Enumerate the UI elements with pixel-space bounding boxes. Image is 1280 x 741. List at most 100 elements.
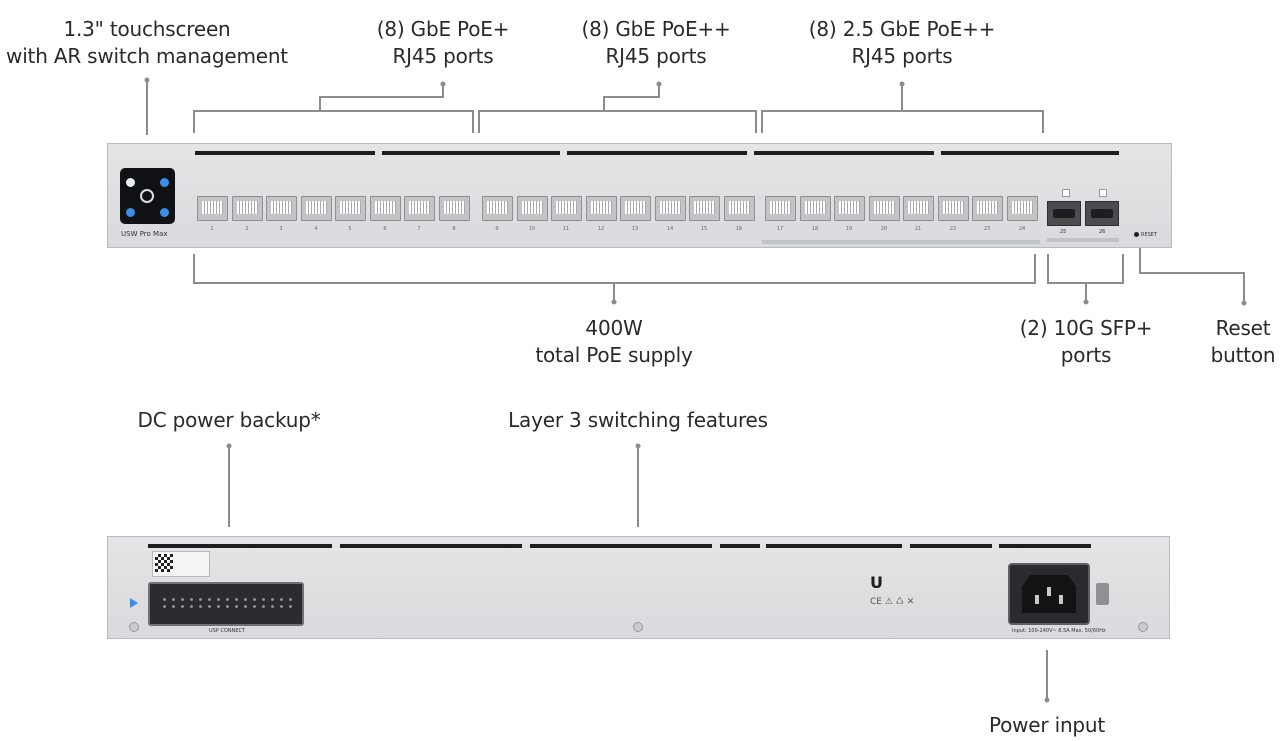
vent-slot [567,151,747,155]
sfp-led [1099,189,1107,197]
port-number-label: 6 [383,226,387,232]
port-number-label: 22 [949,226,957,232]
rj45-port-18[interactable] [800,196,831,221]
certification-marks-icon: CE ⚠ ♺ ✕ [870,597,915,607]
rj45-port-17[interactable] [765,196,796,221]
rj45-port-5[interactable] [335,196,366,221]
port-number-label: 1 [210,226,214,232]
callout-line: 1.3" touchscreen [63,17,231,41]
vent-slot [720,544,760,548]
vent-slot [148,544,332,548]
port-number-label: 2 [245,226,249,232]
usp-connect-terminal[interactable] [148,582,304,626]
rj45-port-8[interactable] [439,196,470,221]
status-dot-icon [126,208,135,217]
port-number-label: 5 [348,226,352,232]
serial-label-qr [152,551,210,577]
navigation-ring-icon [140,189,154,203]
callout-line: (8) 2.5 GbE PoE++ [808,17,996,41]
gbe-poe-plusplus-callout: (8) GbE PoE++ RJ45 ports [581,16,730,70]
rj45-port-2[interactable] [232,196,263,221]
rj45-port-16[interactable] [724,196,755,221]
rj45-port-7[interactable] [404,196,435,221]
screw-icon [129,622,139,632]
vent-slot [766,544,902,548]
port-number-label: 21 [914,226,922,232]
status-dot-icon [126,178,135,187]
callout-line: button [1210,343,1276,367]
reset-button[interactable] [1134,232,1139,237]
power-spec-label: Input: 100-240V~ 8.5A Max. 50/60Hz [1012,628,1106,634]
rj45-port-24[interactable] [1007,196,1038,221]
port-number-label: 9 [495,226,499,232]
callout-line: Reset [1215,316,1271,340]
sfp-port-25[interactable] [1047,201,1081,226]
callout-line: ports [1060,343,1112,367]
port-number-label: 19 [845,226,853,232]
port-number-label: 16 [735,226,743,232]
port-number-label: 13 [631,226,639,232]
rj45-port-10[interactable] [517,196,548,221]
port-number-label: 17 [776,226,784,232]
power-input-callout: Power input [988,713,1106,737]
layer3-callout: Layer 3 switching features [508,408,768,432]
rj45-port-23[interactable] [972,196,1003,221]
rj45-port-13[interactable] [620,196,651,221]
sfp-led [1062,189,1070,197]
touchscreen-display[interactable] [120,168,175,224]
rj45-port-9[interactable] [482,196,513,221]
arrow-icon [130,598,138,608]
status-dot-icon [160,178,169,187]
rj45-port-6[interactable] [370,196,401,221]
status-dot-icon [160,208,169,217]
touchscreen-callout: 1.3" touchscreen with AR switch manageme… [6,16,288,70]
power-pin [1035,595,1039,604]
reset-callout: Reset button [1211,315,1276,369]
port-number-label: 20 [880,226,888,232]
port-number-label: 3 [279,226,283,232]
rj45-port-3[interactable] [266,196,297,221]
vent-slot [195,151,375,155]
callout-line: (8) GbE PoE+ [376,17,510,41]
port-number-label: 10 [528,226,536,232]
power-pin [1047,587,1051,596]
vent-slot [754,151,934,155]
sfp-ports-callout: (2) 10G SFP+ ports [1020,315,1153,369]
two-point-five-band [762,240,1040,244]
rj45-port-12[interactable] [586,196,617,221]
ac-power-inlet[interactable] [1008,563,1090,625]
screw-icon [1138,622,1148,632]
sfp-port-label: 25 [1060,229,1067,235]
port-number-label: 23 [983,226,991,232]
usp-connect-label: USP CONNECT [209,628,246,634]
callout-line: (8) GbE PoE++ [581,17,731,41]
rj45-port-22[interactable] [938,196,969,221]
rj45-port-14[interactable] [655,196,686,221]
sfp-port-26[interactable] [1085,201,1119,226]
callout-line: with AR switch management [6,44,288,68]
rj45-port-20[interactable] [869,196,900,221]
port-number-label: 11 [562,226,570,232]
rj45-port-1[interactable] [197,196,228,221]
callout-line: RJ45 ports [392,44,494,68]
vent-slot [530,544,712,548]
port-number-label: 8 [452,226,456,232]
callout-line: (2) 10G SFP+ [1019,316,1153,340]
twopointfive-gbe-callout: (8) 2.5 GbE PoE++ RJ45 ports [808,16,996,70]
rj45-port-4[interactable] [301,196,332,221]
port-number-label: 7 [417,226,421,232]
poe-supply-callout: 400W total PoE supply [535,315,693,369]
reset-label: RESET [1141,232,1158,238]
front-panel [107,143,1172,248]
rj45-port-11[interactable] [551,196,582,221]
port-number-label: 18 [811,226,819,232]
vent-slot [340,544,522,548]
rj45-port-21[interactable] [903,196,934,221]
power-clip [1096,583,1109,605]
port-number-label: 15 [700,226,708,232]
vent-slot [941,151,1119,155]
rj45-port-19[interactable] [834,196,865,221]
rj45-port-15[interactable] [689,196,720,221]
sfp-port-label: 26 [1099,229,1106,235]
